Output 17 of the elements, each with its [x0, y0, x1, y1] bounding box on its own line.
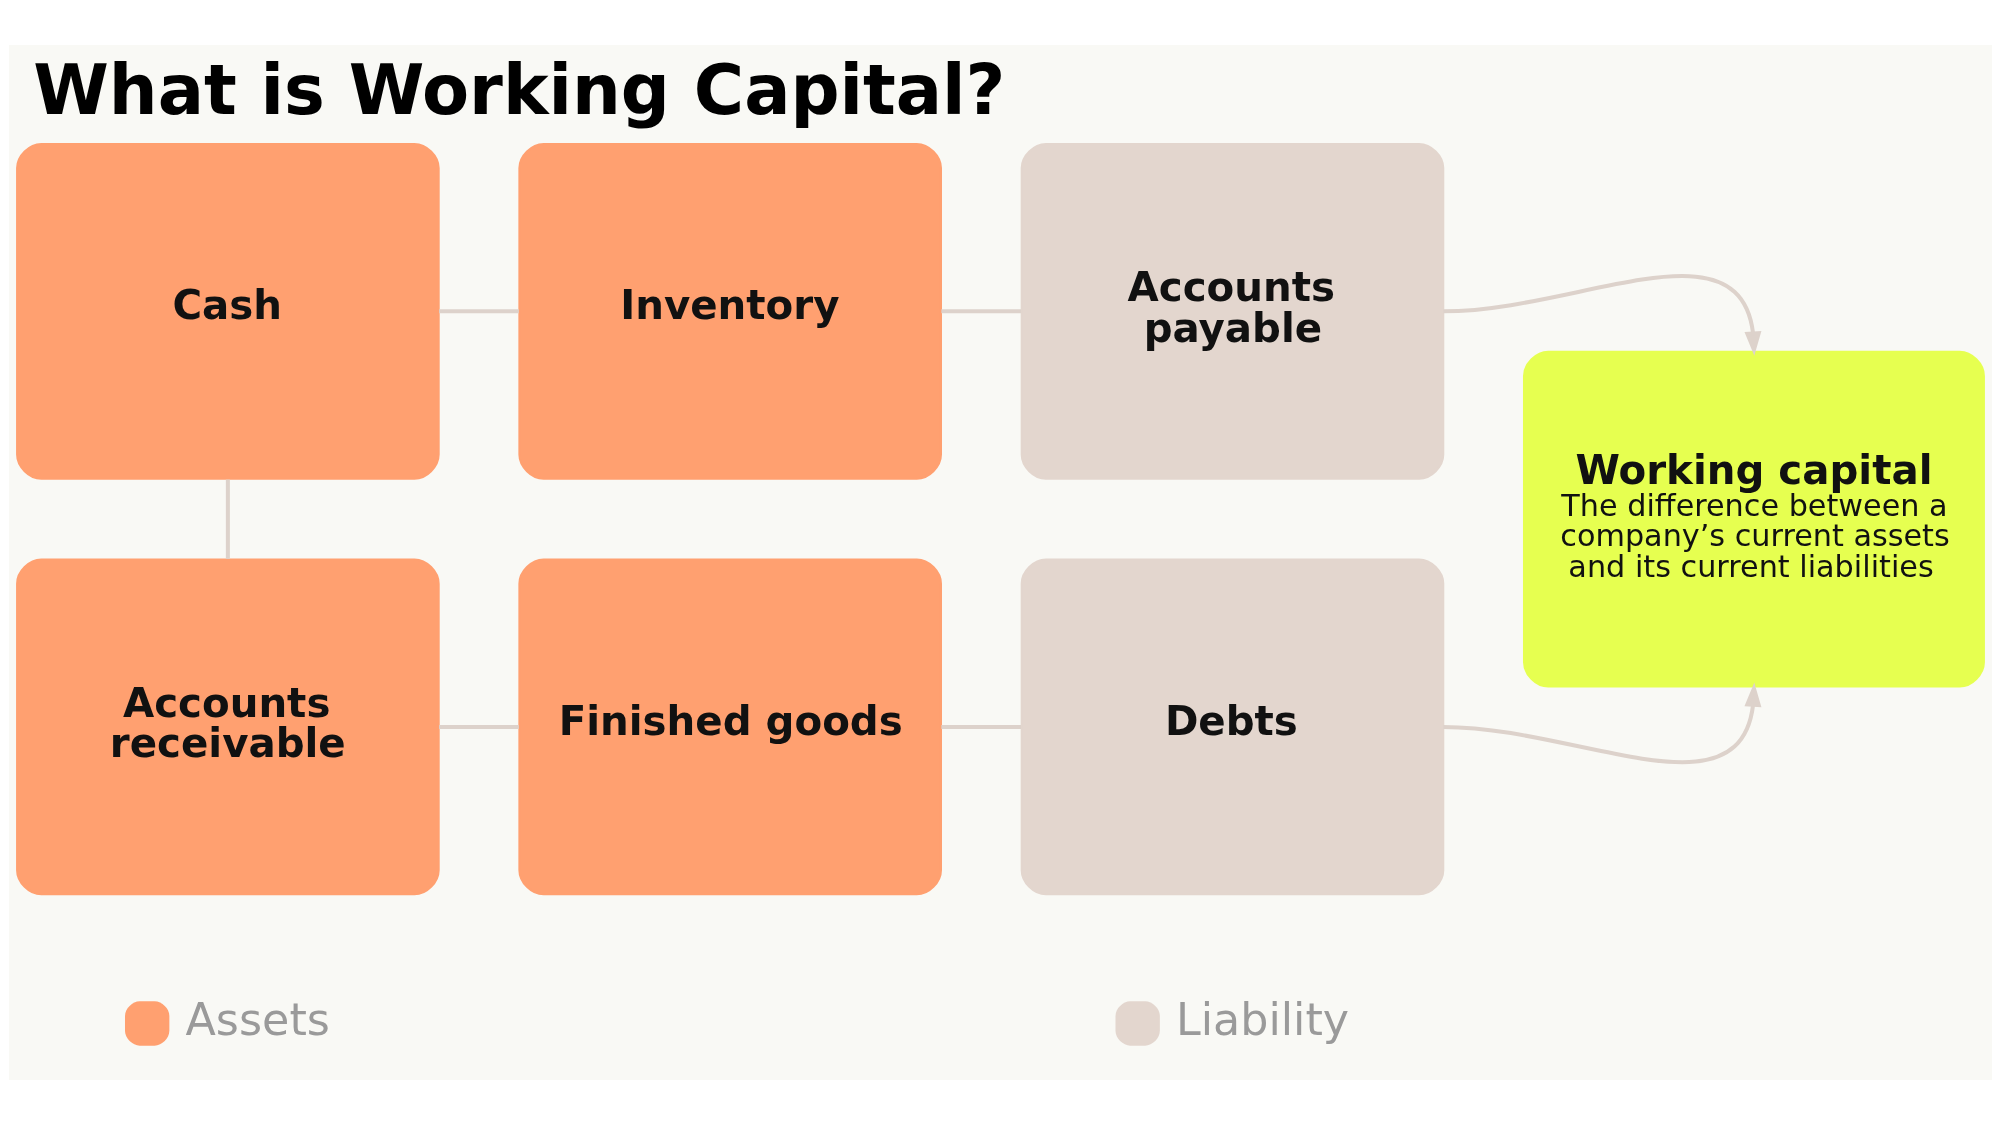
node-box: Debts	[1020, 558, 1444, 896]
connector	[940, 724, 1021, 729]
node-box: Accounts payable	[1020, 142, 1444, 480]
connector	[438, 724, 519, 729]
node-box: Working capital The difference between a company’s current assets and its current liabilities	[1522, 350, 1985, 688]
arrow	[1442, 274, 1761, 356]
legend-label: Liability	[1175, 993, 1349, 1045]
node-box: Inventory	[517, 142, 942, 480]
node-box: Accounts receivable	[15, 558, 440, 896]
legend-label: Assets	[185, 993, 330, 1045]
node-box: Cash	[15, 142, 440, 480]
diagram-title: What is Working Capital?	[32, 50, 1005, 131]
arrow	[1442, 682, 1761, 764]
node-box: Finished goods	[517, 558, 942, 896]
connector	[940, 309, 1021, 314]
connector	[438, 309, 519, 314]
connector	[225, 479, 230, 559]
